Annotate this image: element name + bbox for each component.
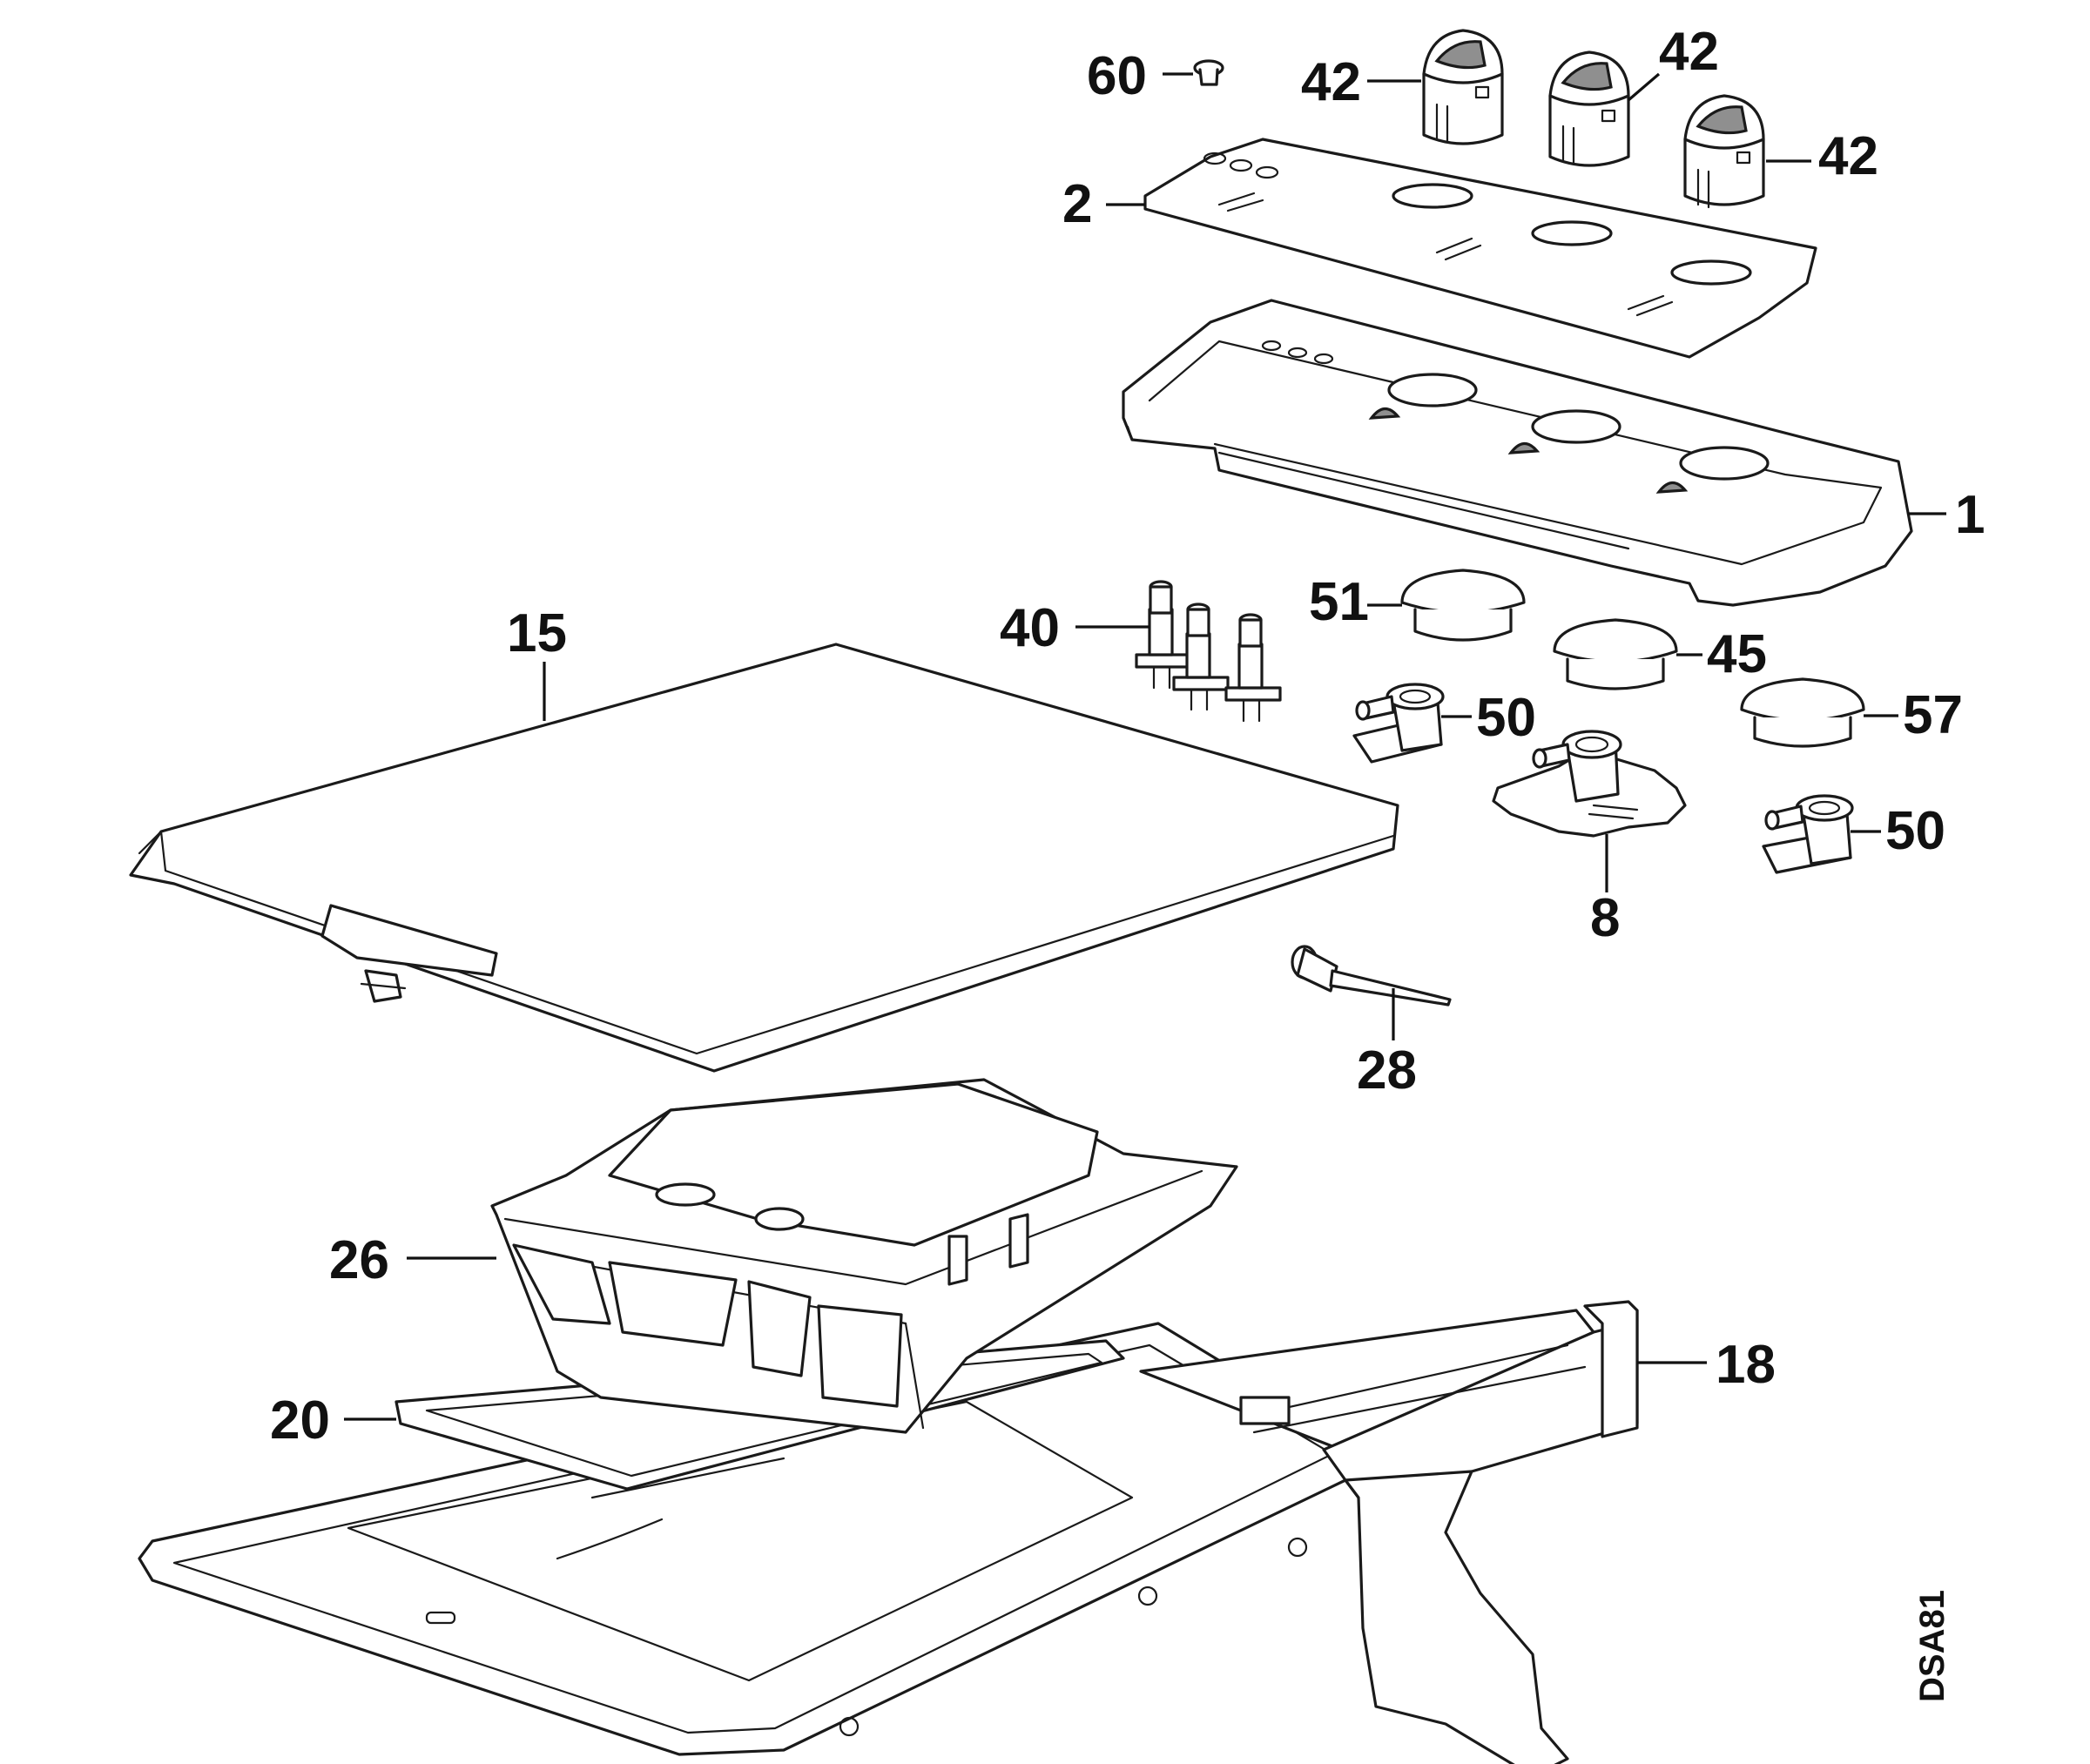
part-60-plug xyxy=(1193,59,1224,86)
callout-26: 26 xyxy=(329,1230,389,1290)
callout-2: 2 xyxy=(1062,174,1092,234)
part-8-selector-plate xyxy=(1492,730,1687,838)
callout-8: 8 xyxy=(1590,888,1620,948)
callout-20: 20 xyxy=(270,1390,330,1451)
part-26-dispenser xyxy=(490,1078,1238,1434)
callout-15: 15 xyxy=(507,603,567,663)
callout-40: 40 xyxy=(1000,598,1060,658)
callout-45: 45 xyxy=(1707,624,1767,684)
part-2-fascia-decal xyxy=(1143,138,1817,359)
part-42-knob-a xyxy=(1422,29,1504,145)
part-45-cap xyxy=(1553,618,1678,690)
callout-60: 60 xyxy=(1087,46,1147,106)
callout-50-b: 50 xyxy=(1885,801,1945,861)
callout-1: 1 xyxy=(1955,485,1985,545)
part-57-cap xyxy=(1740,677,1865,748)
part-1-control-panel xyxy=(1122,299,1913,607)
part-18-frame-rail xyxy=(1139,1300,1639,1764)
callout-50-a: 50 xyxy=(1476,688,1536,748)
part-42-knob-b xyxy=(1548,50,1630,167)
diagram-code: DSA81 xyxy=(1913,1590,1952,1702)
part-50-selector-a xyxy=(1352,683,1445,764)
leader-lines xyxy=(344,72,1946,1421)
callout-57: 57 xyxy=(1903,685,1963,745)
part-50-selector-b xyxy=(1762,794,1854,874)
callout-42-b: 42 xyxy=(1659,22,1719,82)
part-28-pin xyxy=(1291,945,1452,1007)
part-51-cap xyxy=(1400,569,1526,642)
callout-51: 51 xyxy=(1309,572,1369,632)
part-42-knob-c xyxy=(1683,94,1765,209)
callout-28: 28 xyxy=(1357,1040,1417,1101)
part-40-push-buttons xyxy=(1135,580,1282,723)
callout-42-a: 42 xyxy=(1301,52,1361,112)
part-15-lid xyxy=(129,643,1399,1073)
callout-18: 18 xyxy=(1716,1335,1776,1395)
callout-labels: 60 42 42 42 2 1 15 40 51 45 50 57 50 8 2… xyxy=(270,22,1985,1451)
callout-42-c: 42 xyxy=(1818,126,1878,186)
